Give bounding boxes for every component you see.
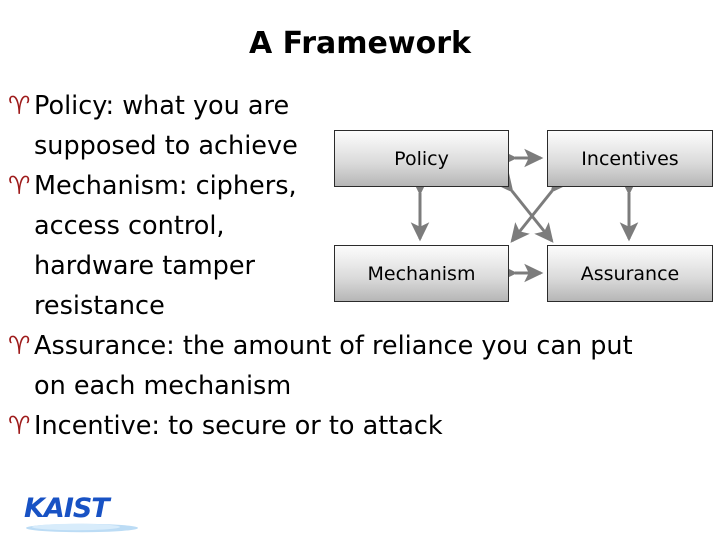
list-item: ♈Assurance: the amount of reliance you c…: [8, 326, 720, 366]
diagram-box-label: Incentives: [581, 147, 679, 170]
list-item-continuation: access control,: [8, 206, 720, 246]
list-item-text: resistance: [34, 291, 165, 321]
list-item-continuation: supposed to achieve: [8, 126, 720, 166]
list-item-text: Policy: what you are: [34, 91, 290, 121]
list-item-text: supposed to achieve: [34, 131, 298, 161]
list-item: ♈Policy: what you are: [8, 86, 720, 126]
list-item-continuation: resistance: [8, 286, 720, 326]
list-item-text: Incentive: to secure or to attack: [34, 411, 443, 441]
aries-bullet-icon: ♈: [8, 171, 31, 200]
list-item-text: access control,: [34, 211, 225, 241]
diagram-box-label: Mechanism: [367, 262, 476, 285]
page-title: A Framework: [249, 26, 471, 61]
diagram-box-label: Assurance: [580, 262, 680, 285]
aries-bullet-icon: ♈: [8, 411, 31, 440]
diagram-box-policy[interactable]: Policy: [334, 130, 509, 187]
diagram-box-mechanism[interactable]: Mechanism: [334, 245, 509, 302]
diagram-box-incentives[interactable]: Incentives: [547, 130, 713, 187]
kaist-logo-swoosh-icon: [26, 523, 138, 533]
list-item: ♈Incentive: to secure or to attack: [8, 406, 720, 446]
aries-bullet-icon: ♈: [8, 91, 31, 120]
list-item-text: Mechanism: ciphers,: [34, 171, 297, 201]
aries-bullet-icon: ♈: [8, 331, 31, 360]
kaist-wordmark: KAIST: [24, 493, 110, 524]
diagram-box-label: Policy: [394, 147, 449, 170]
list-item-text: hardware tamper: [34, 251, 256, 281]
list-item-text: on each mechanism: [34, 371, 292, 401]
bullet-list: ♈Policy: what you are supposed to achiev…: [8, 86, 720, 446]
list-item-continuation: on each mechanism: [8, 366, 720, 406]
list-item-continuation: hardware tamper: [8, 246, 720, 286]
list-item-text: Assurance: the amount of reliance you ca…: [34, 331, 633, 361]
diagram-box-assurance[interactable]: Assurance: [547, 245, 713, 302]
kaist-logo: KAIST: [24, 494, 144, 534]
list-item: ♈Mechanism: ciphers,: [8, 166, 720, 206]
